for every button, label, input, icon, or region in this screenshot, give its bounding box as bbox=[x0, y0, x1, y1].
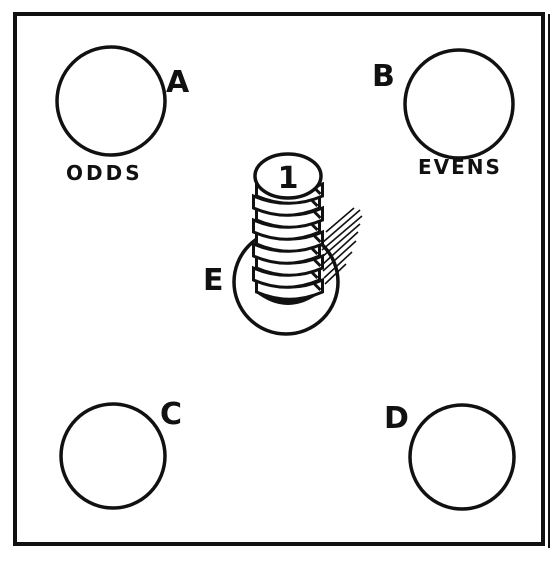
label-e: E bbox=[203, 263, 224, 298]
label-odds: ODDS bbox=[66, 161, 143, 185]
label-evens: EVENS bbox=[418, 155, 502, 179]
label-c: C bbox=[160, 397, 182, 432]
top-coin-number: 1 bbox=[278, 161, 299, 196]
coin-stack[interactable] bbox=[254, 184, 323, 305]
label-d: D bbox=[384, 401, 409, 436]
top-coin[interactable]: 1 bbox=[255, 154, 321, 198]
label-a: A bbox=[166, 65, 190, 100]
label-b: B bbox=[372, 59, 395, 94]
